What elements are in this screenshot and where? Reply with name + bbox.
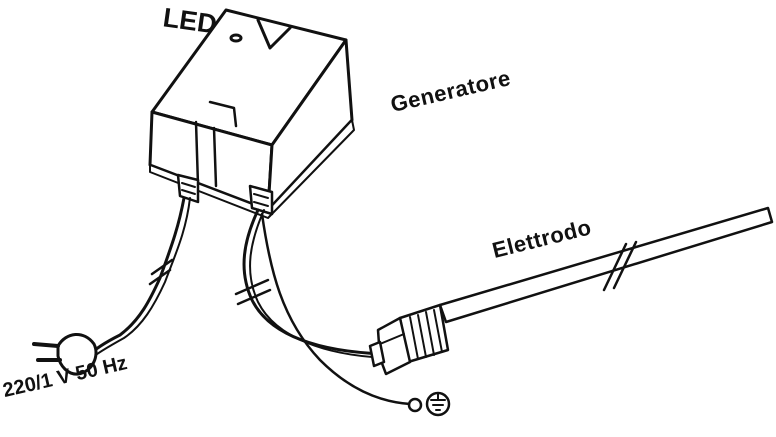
power-cable <box>86 196 191 359</box>
electrode-cable <box>234 208 391 359</box>
ground-terminal <box>407 391 451 417</box>
electrode <box>368 206 774 376</box>
led-indicator <box>229 33 243 43</box>
power-plug <box>32 333 98 376</box>
ground-cable <box>260 212 412 406</box>
electrode-connector <box>248 184 274 216</box>
power-connector <box>176 173 200 204</box>
